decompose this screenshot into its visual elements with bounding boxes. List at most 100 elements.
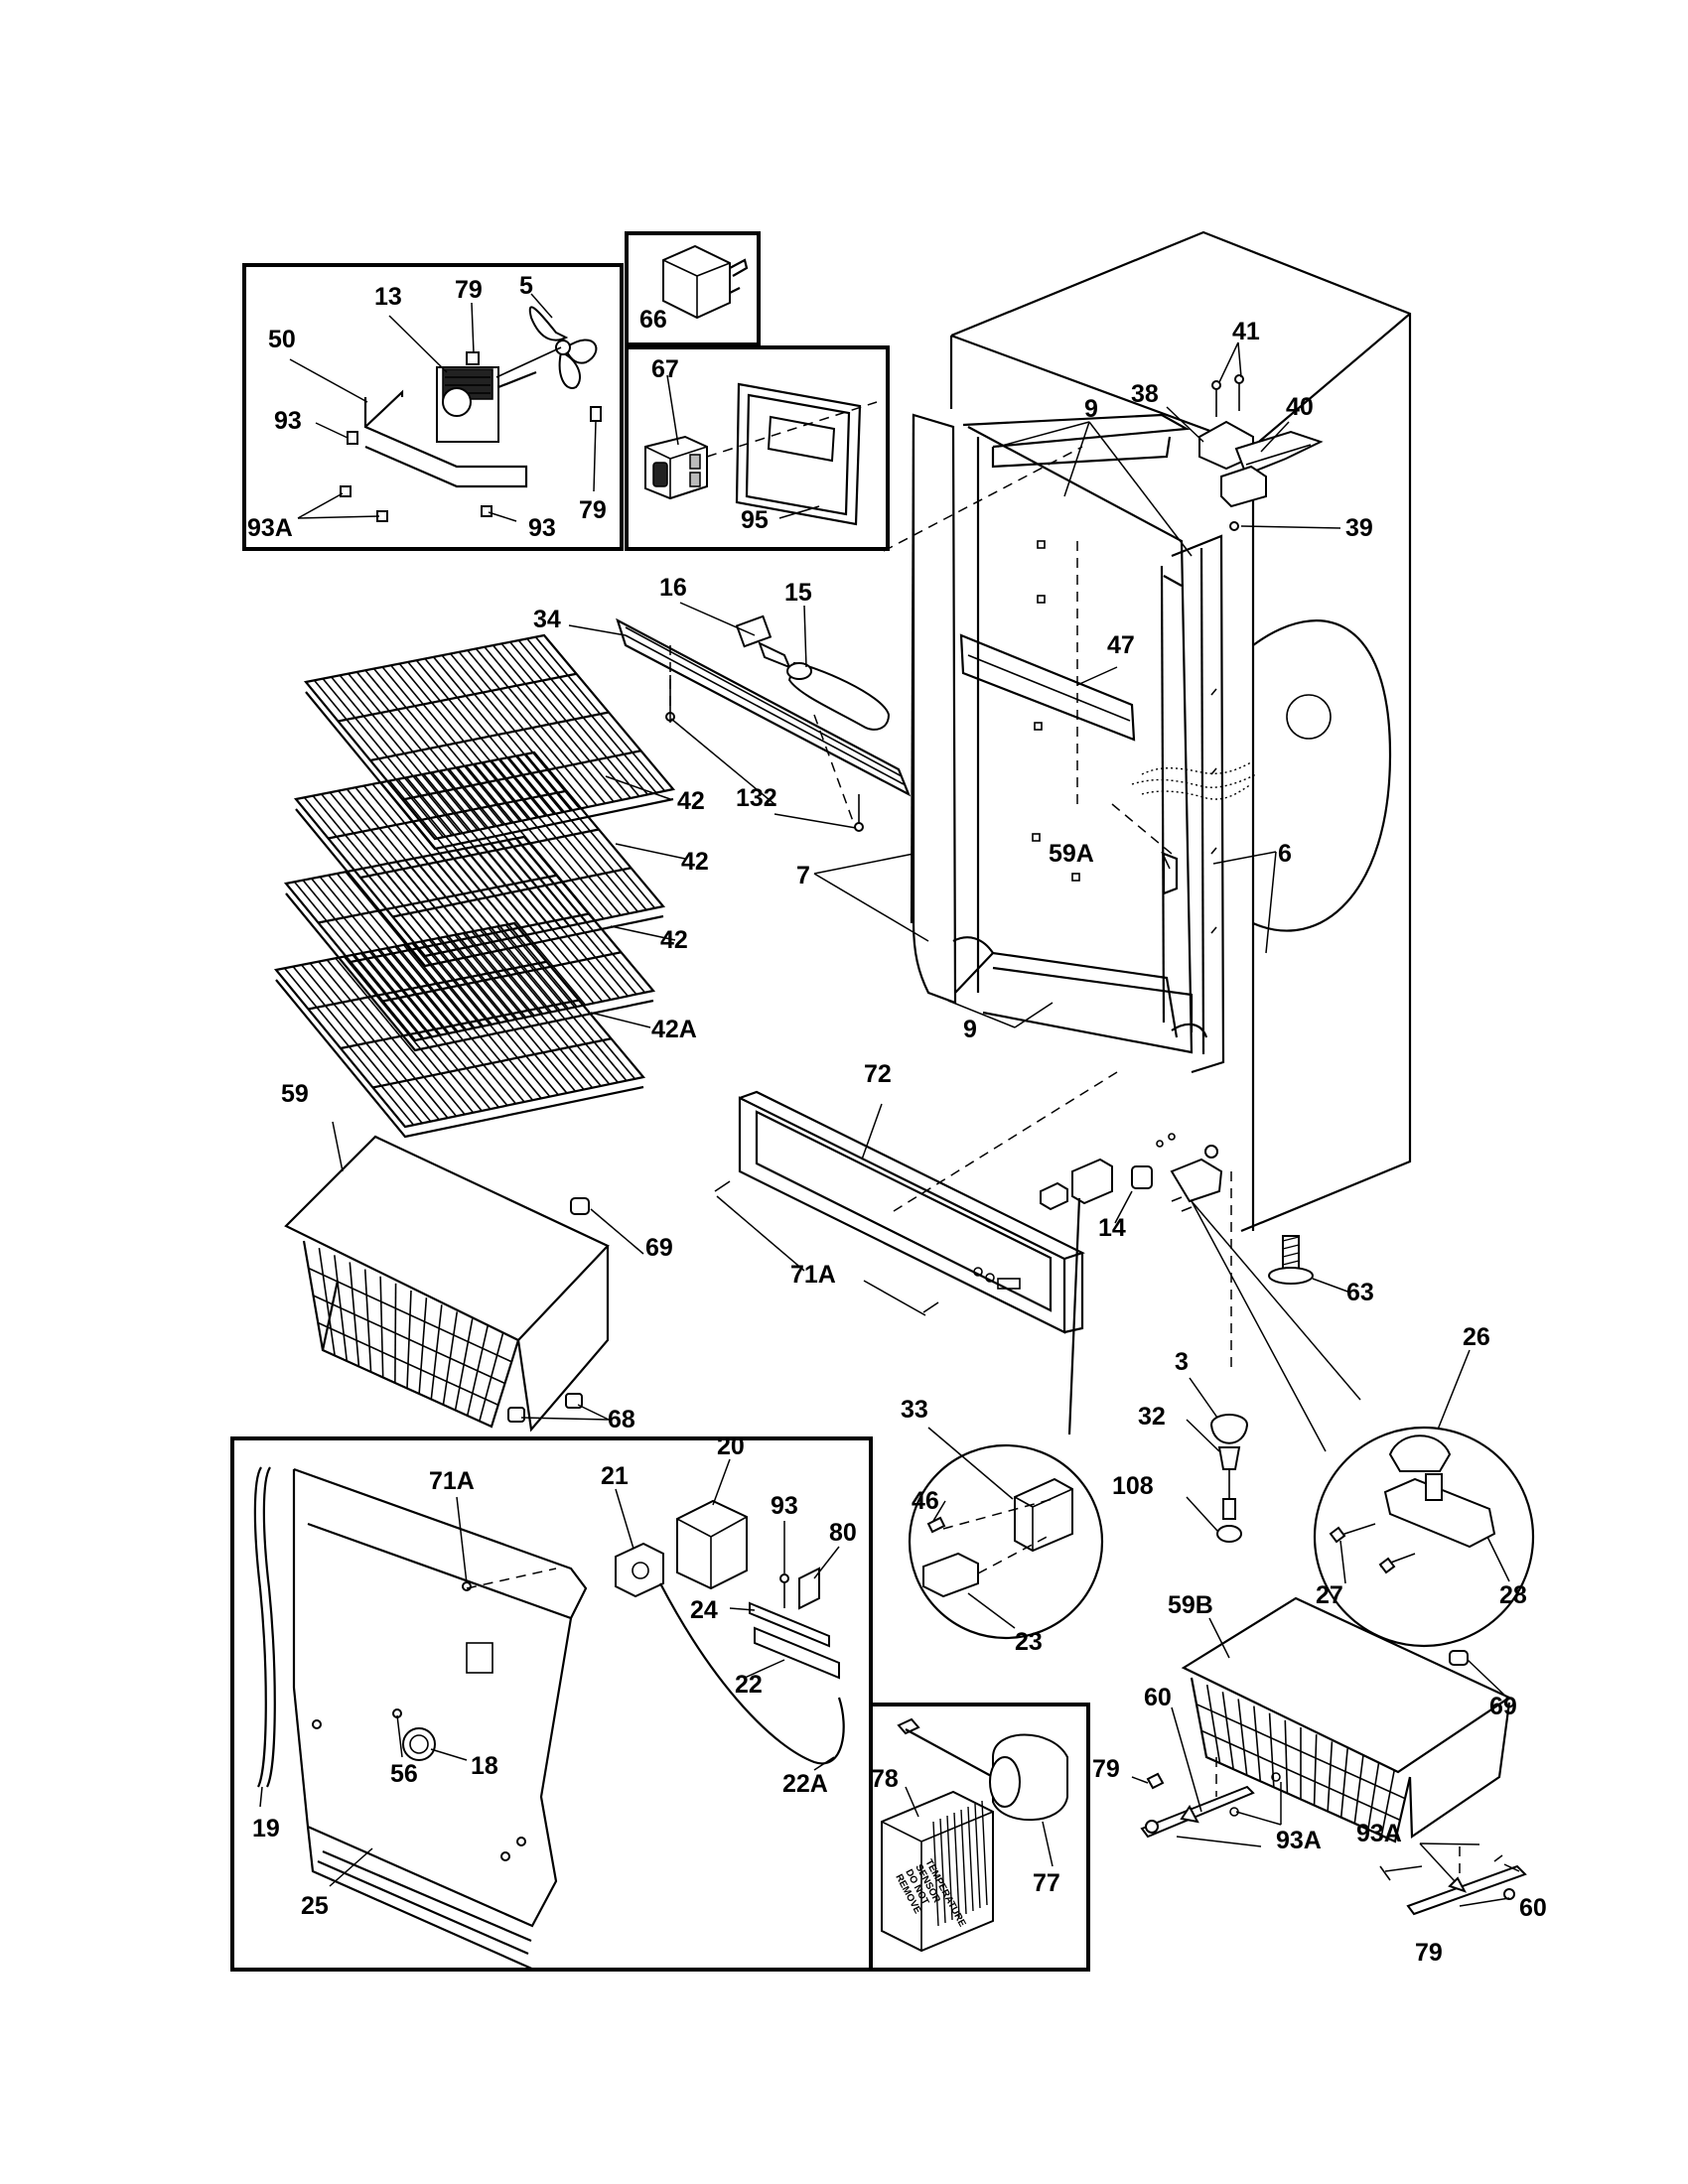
callout-63: 63 [1346, 1279, 1374, 1306]
callout-40: 40 [1286, 393, 1314, 421]
callout-68: 68 [608, 1406, 635, 1433]
callout-59: 59 [281, 1080, 309, 1108]
fan-motor-inset-box [242, 263, 624, 551]
callout-60: 60 [1144, 1684, 1172, 1711]
fan-motor-leaders [289, 293, 597, 522]
latch-detail-drawing [922, 1427, 1073, 1629]
callout-28: 28 [1499, 1581, 1527, 1609]
light-assembly-leaders [568, 602, 1277, 1028]
callout-6: 6 [1278, 840, 1292, 868]
latch-hinge-drawing [1040, 1133, 1223, 1435]
callout-79: 79 [1092, 1755, 1120, 1783]
callout-24: 24 [690, 1596, 718, 1624]
callout-3: 3 [1175, 1348, 1189, 1376]
callout-34: 34 [533, 606, 561, 633]
cabinet-drawing [949, 230, 1412, 1233]
hinge-detail-drawing [1329, 1349, 1510, 1584]
callout-22A: 22A [782, 1770, 828, 1798]
roller-drawing [1186, 1377, 1248, 1543]
callout-56: 56 [390, 1760, 418, 1788]
callout-79: 79 [1415, 1939, 1443, 1967]
callout-93: 93 [274, 407, 302, 435]
callout-5: 5 [519, 272, 533, 300]
callout-9: 9 [963, 1016, 977, 1043]
callout-59B: 59B [1168, 1591, 1213, 1619]
kick-plate-drawing [714, 1090, 1085, 1334]
callout-7: 7 [796, 862, 810, 889]
callout-95: 95 [741, 506, 769, 534]
callout-22: 22 [735, 1671, 763, 1699]
callout-71A: 71A [429, 1467, 475, 1495]
callout-26: 26 [1463, 1323, 1490, 1351]
callout-15: 15 [784, 579, 812, 607]
callout-46: 46 [912, 1487, 939, 1515]
shelf-bars [275, 634, 674, 1128]
basket-rails-drawing [1140, 1772, 1527, 1916]
callout-93A: 93A [1276, 1827, 1322, 1854]
latch-hinge-leaders [1114, 1190, 1361, 1452]
sensor-drawing [881, 1717, 1068, 1953]
callout-71A: 71A [790, 1261, 836, 1289]
callout-16: 16 [659, 574, 687, 602]
callout-14: 14 [1098, 1214, 1126, 1242]
callout-78: 78 [871, 1765, 899, 1793]
callout-93A: 93A [1356, 1820, 1402, 1847]
callout-39: 39 [1345, 514, 1373, 542]
callout-77: 77 [1033, 1869, 1060, 1897]
latch-detail-circle [908, 1443, 1104, 1640]
callout-38: 38 [1131, 380, 1159, 408]
callout-69: 69 [1489, 1693, 1517, 1720]
wire-shelves-drawing [273, 633, 676, 1139]
switch-inset-box [625, 345, 890, 551]
shelf-leaders [590, 775, 686, 1028]
top-hinge-drawing [1198, 374, 1324, 531]
callout-80: 80 [829, 1519, 857, 1547]
switch-bezel-drawing [644, 382, 878, 526]
callout-25: 25 [301, 1892, 329, 1920]
callout-19: 19 [252, 1815, 280, 1843]
callout-42: 42 [681, 848, 709, 876]
basket-top-wires [308, 1248, 512, 1422]
door-bottom-leaders [716, 1103, 926, 1316]
basket-rails-leaders [1131, 1706, 1520, 1907]
fan-motor-drawing [340, 306, 602, 522]
callout-18: 18 [471, 1752, 498, 1780]
callout-20: 20 [717, 1433, 745, 1460]
callout-47: 47 [1107, 631, 1135, 659]
callout-13: 13 [374, 283, 402, 311]
relay-inset-box [625, 231, 761, 346]
callout-27: 27 [1316, 1581, 1343, 1609]
relay-drawing [662, 244, 749, 320]
callout-42A: 42A [651, 1016, 697, 1043]
leg-drawing [1268, 1235, 1351, 1294]
control-panel-drawing [253, 1466, 845, 1973]
door-liner-drawing [910, 413, 1225, 1074]
callout-69: 69 [645, 1234, 673, 1262]
callouts: 13 79 5 50 93 79 93A 93 66 67 95 41 9 38… [247, 272, 1547, 1967]
callout-60: 60 [1519, 1894, 1547, 1922]
cabinet-dashes [883, 446, 1232, 1370]
callout-32: 32 [1138, 1403, 1166, 1431]
top-hinge-leaders [997, 341, 1341, 686]
callout-59A: 59A [1049, 840, 1094, 868]
light-assembly-drawing [616, 614, 912, 832]
callout-93: 93 [771, 1492, 798, 1520]
callout-50: 50 [268, 326, 296, 353]
hinge-detail-circle [1313, 1426, 1535, 1648]
callout-93A: 93A [247, 514, 293, 542]
callout-21: 21 [601, 1462, 629, 1490]
basket-top-drawing [284, 1121, 644, 1433]
callout-79: 79 [579, 496, 607, 524]
callout-9: 9 [1084, 395, 1098, 423]
control-panel-leaders [259, 1458, 840, 1887]
callout-42: 42 [660, 926, 688, 954]
switch-leaders [666, 374, 820, 519]
callout-33: 33 [901, 1396, 928, 1424]
callout-42: 42 [677, 787, 705, 815]
basket-bottom-wires [1196, 1685, 1406, 1837]
sensor-inset-box [869, 1703, 1090, 1972]
callout-66: 66 [639, 306, 667, 334]
callout-79: 79 [455, 276, 483, 304]
callout-41: 41 [1232, 318, 1260, 345]
